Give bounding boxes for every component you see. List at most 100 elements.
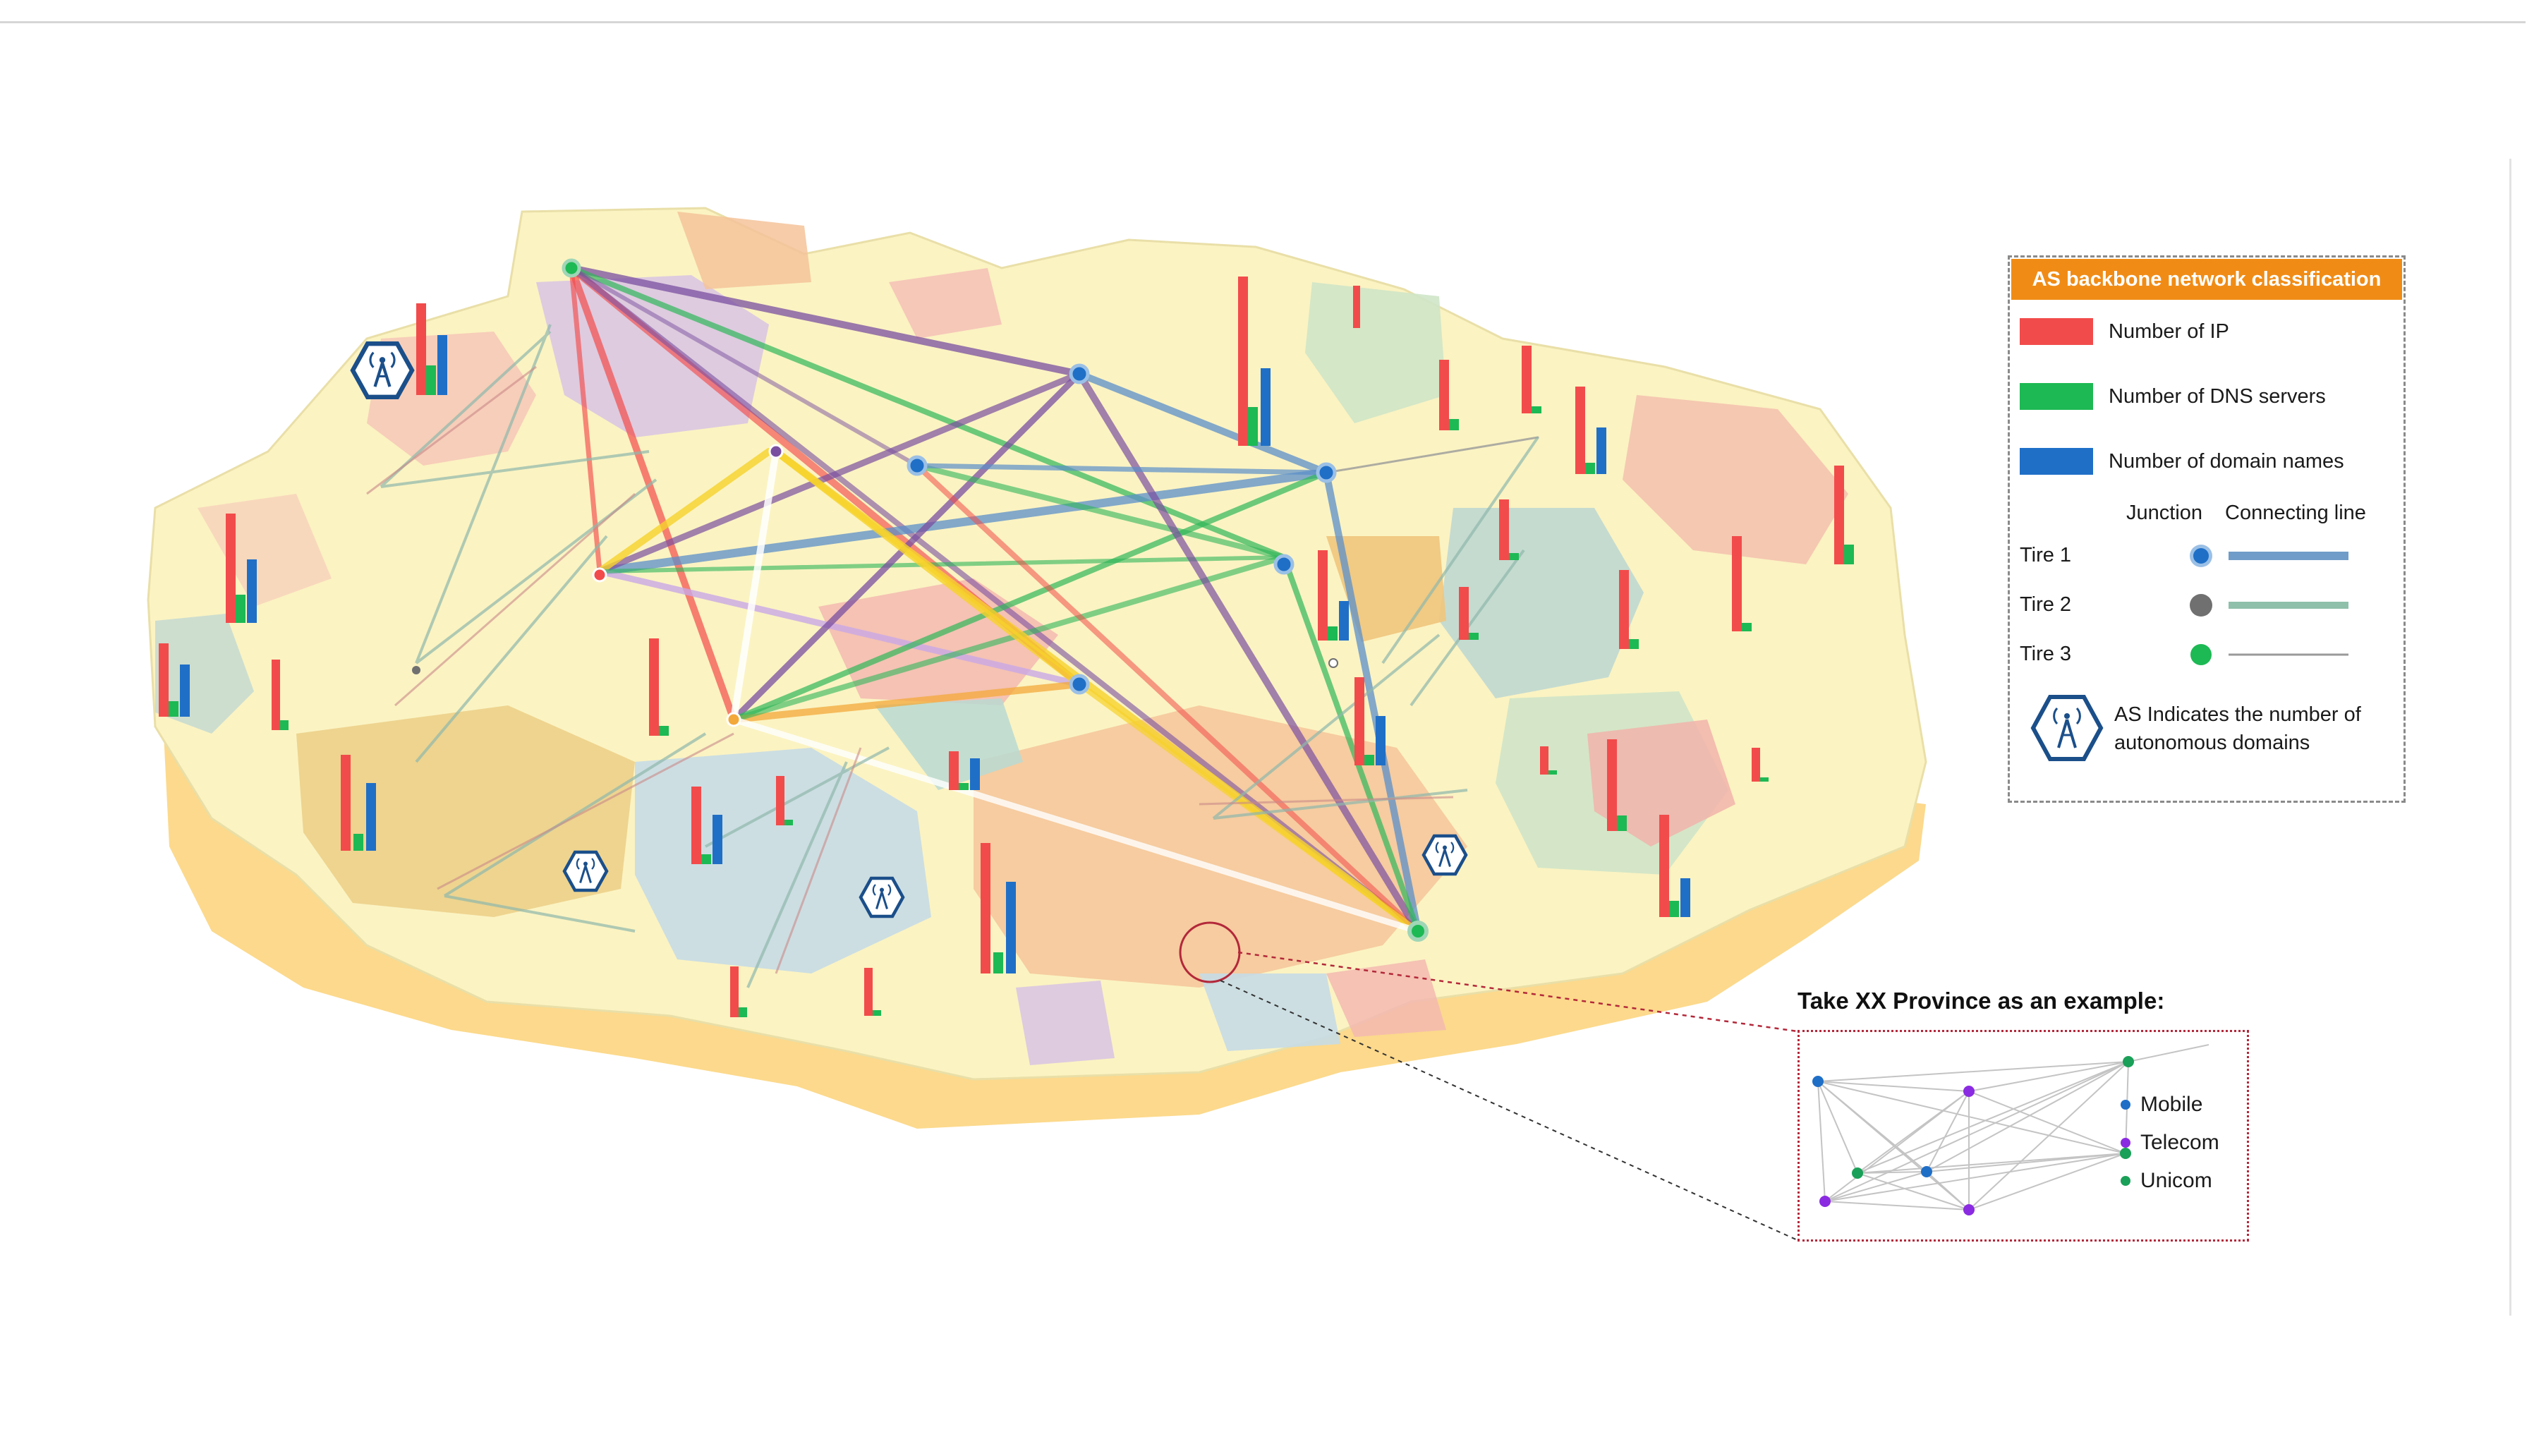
- region-south-pink: [1326, 959, 1446, 1037]
- graph-edge: [2128, 1044, 2209, 1062]
- antenna-tower-hexagon-icon: [859, 876, 905, 918]
- graph-edge: [1926, 1171, 1970, 1211]
- dns-bar: [426, 365, 436, 395]
- ip-bar: [1354, 677, 1364, 765]
- bar-group: [416, 303, 447, 395]
- tier2-label: Tire 2: [2020, 593, 2072, 616]
- tier1-junction: [1069, 363, 1090, 384]
- ip-bar: [1318, 550, 1328, 641]
- bar-group: [1499, 499, 1519, 560]
- mobile-dot: [2121, 1100, 2130, 1110]
- regional-link: [394, 492, 636, 707]
- legend-panel: AS backbone network classification Numbe…: [2008, 255, 2406, 803]
- bar-group: [730, 966, 747, 1017]
- region-center-teal: [875, 698, 1023, 790]
- bar-group: [864, 968, 881, 1016]
- tier3-label: Tire 3: [2020, 643, 2072, 665]
- graph-edge: [1926, 1153, 2126, 1172]
- regional-link: [415, 535, 608, 763]
- dns-bar: [959, 783, 969, 790]
- bar-group: [1659, 815, 1690, 917]
- graph-edge: [1817, 1081, 1826, 1202]
- graph-edge: [1857, 1061, 2129, 1174]
- example-inset: Mobile Telecom Unicom: [1798, 1030, 2249, 1242]
- bar-group: [1238, 277, 1271, 446]
- dns-label: Number of DNS servers: [2109, 384, 2326, 408]
- ip-bar: [1540, 746, 1548, 775]
- unicom-dot: [2121, 1176, 2130, 1186]
- dns-bar: [873, 1010, 881, 1016]
- backbone-lines: [568, 265, 1539, 935]
- province-network-graph: [1812, 1044, 2209, 1215]
- link: [730, 448, 780, 723]
- junction: [592, 567, 607, 583]
- dns-bar: [701, 854, 711, 864]
- tier1-junction: [1069, 674, 1090, 695]
- dns-bar: [1669, 901, 1679, 917]
- ip-bar: [1439, 360, 1449, 430]
- link: [1323, 469, 1421, 935]
- link: [1076, 370, 1421, 935]
- dns-bar: [659, 726, 669, 736]
- link: [569, 266, 919, 468]
- link: [595, 468, 1330, 576]
- graph-edge: [1968, 1061, 2129, 1092]
- graph-edge: [1817, 1081, 2126, 1154]
- ip-bar: [981, 843, 990, 973]
- ip-bar: [1499, 499, 1509, 560]
- regional-link: [380, 450, 650, 488]
- regional-link: [1199, 796, 1454, 806]
- ip-bar: [1619, 570, 1629, 649]
- regional-link: [443, 732, 707, 897]
- domain-bar: [247, 559, 257, 623]
- tier1-label: Tire 1: [2020, 544, 2072, 566]
- domain-bar: [713, 815, 722, 864]
- graph-edge: [1817, 1081, 1970, 1092]
- dns-bar: [1532, 406, 1541, 413]
- ip-bar: [1353, 286, 1360, 328]
- domain-swatch: [2020, 448, 2093, 475]
- ip-swatch: [2020, 318, 2093, 345]
- graph-edge: [1824, 1171, 1927, 1202]
- region-se-pink: [1587, 720, 1735, 847]
- region-north-green: [1305, 282, 1446, 423]
- region-east-teal: [1439, 508, 1644, 698]
- region-south-blue: [1199, 973, 1340, 1051]
- dns-bar: [1742, 623, 1752, 631]
- domain-bar: [1339, 601, 1349, 641]
- dns-bar: [280, 720, 289, 730]
- ip-bar: [730, 966, 739, 1017]
- bar-group: [1354, 677, 1386, 765]
- dns-bar: [1328, 626, 1338, 641]
- ip-bar: [226, 514, 236, 623]
- legend-ip-row: Number of IP: [2020, 318, 2229, 345]
- regional-link: [1212, 633, 1441, 820]
- graph-edge: [1817, 1081, 1858, 1174]
- region-bar-charts: [159, 277, 1854, 1017]
- ip-bar: [1732, 536, 1742, 631]
- domain-bar: [1596, 427, 1606, 474]
- dns-bar: [1760, 777, 1769, 782]
- bar-group: [649, 638, 669, 736]
- graph-edge: [1968, 1091, 2126, 1154]
- bar-group: [1575, 387, 1606, 474]
- dns-bar: [1617, 815, 1627, 831]
- link: [568, 265, 1083, 377]
- tier1-line-icon: [2229, 552, 2348, 560]
- graph-edge: [1824, 1153, 2126, 1202]
- bar-group: [776, 776, 793, 825]
- domain-bar: [437, 335, 447, 395]
- tier1-junction: [1407, 921, 1429, 942]
- link: [1281, 554, 1421, 934]
- link: [596, 448, 772, 575]
- ip-bar: [864, 968, 873, 1016]
- dns-bar: [353, 834, 363, 851]
- ip-bar: [649, 638, 659, 736]
- antenna-tower-hexagon-icon: [562, 850, 609, 892]
- regional-link: [444, 894, 636, 933]
- antenna-tower-hexagon-icon: [350, 341, 415, 399]
- domain-label: Number of domain names: [2109, 449, 2344, 473]
- ip-label: Number of IP: [2109, 320, 2229, 343]
- ip-bar: [1238, 277, 1248, 446]
